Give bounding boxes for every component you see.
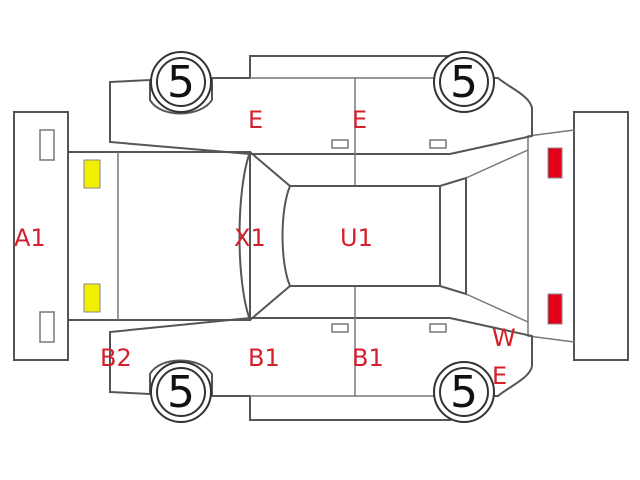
rear-light-upper bbox=[547, 147, 563, 179]
front-bumper bbox=[13, 111, 69, 361]
label-right-rear-door: E bbox=[352, 106, 367, 134]
tire-front-left-value: 5 bbox=[167, 367, 195, 418]
tire-front-right: 5 bbox=[150, 51, 212, 113]
tire-rear-left-value: 5 bbox=[450, 367, 478, 418]
label-right-front-door: E bbox=[248, 106, 263, 134]
rear-bumper bbox=[527, 111, 629, 361]
tire-front-left: 5 bbox=[150, 361, 212, 423]
label-left-front-fender: B2 bbox=[100, 344, 132, 372]
tire-front-right-value: 5 bbox=[167, 57, 195, 108]
left-side-body bbox=[109, 286, 533, 421]
rear-light-lower bbox=[547, 293, 563, 325]
label-front-bumper: A1 bbox=[14, 224, 46, 252]
right-side-body bbox=[109, 55, 533, 186]
label-hood: X1 bbox=[234, 224, 266, 252]
top-view-body bbox=[67, 149, 529, 323]
front-light-lower bbox=[83, 283, 101, 313]
label-left-rear-door: B1 bbox=[352, 344, 384, 372]
label-rear-quarter-w: W bbox=[492, 324, 516, 352]
tire-rear-left: 5 bbox=[433, 361, 495, 423]
label-rear-quarter-e: E bbox=[492, 362, 507, 390]
label-left-front-door: B1 bbox=[248, 344, 280, 372]
tire-rear-right-value: 5 bbox=[450, 57, 478, 108]
label-roof: U1 bbox=[340, 224, 373, 252]
front-light-upper bbox=[83, 159, 101, 189]
tire-rear-right: 5 bbox=[433, 51, 495, 113]
